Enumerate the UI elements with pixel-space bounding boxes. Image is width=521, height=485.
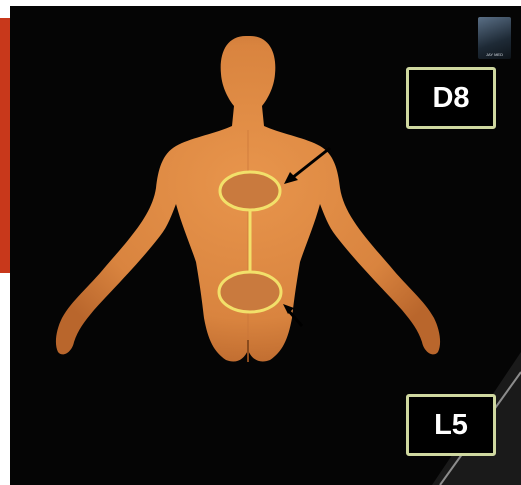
- brand-logo-icon: JAY MED: [478, 17, 511, 59]
- l5-label: L5: [406, 394, 496, 456]
- logo-text: JAY MED: [479, 52, 510, 57]
- d8-label: D8: [406, 67, 496, 129]
- d8-marker-ellipse: [220, 172, 280, 210]
- accent-bar: [0, 18, 10, 273]
- l5-marker-ellipse: [219, 272, 281, 312]
